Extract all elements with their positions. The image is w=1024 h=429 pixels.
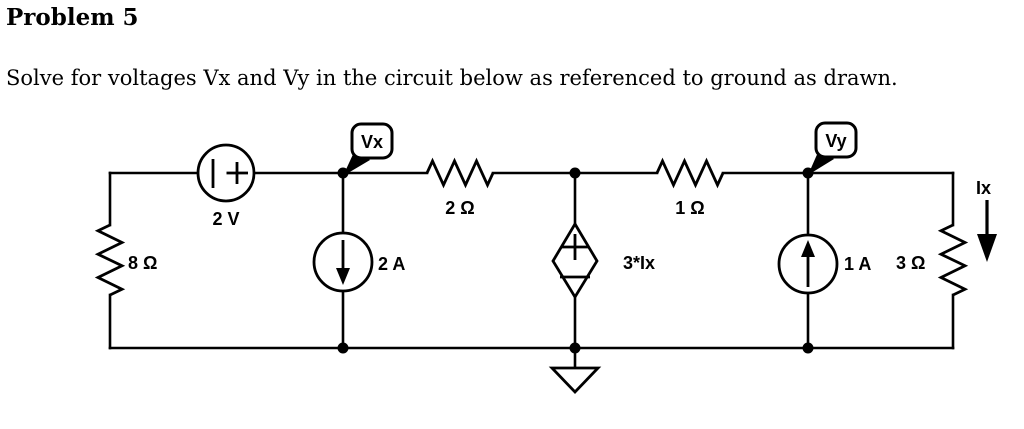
resistor-1ohm-zigzag — [655, 157, 725, 189]
vx-callout: Vx — [343, 122, 394, 176]
resistor-3ohm-label: 3 Ω — [896, 253, 925, 273]
resistor-1ohm-label: 1 Ω — [675, 198, 704, 218]
resistor-2ohm-label: 2 Ω — [445, 198, 474, 218]
dependent-source-3ix: 3*Ix — [551, 221, 655, 300]
node-dot-vy — [802, 167, 814, 179]
ground-icon — [548, 346, 602, 395]
current-source-2a: 2 A — [312, 231, 405, 293]
vx-node-label: Vx — [361, 132, 383, 152]
resistor-2ohm: 2 Ω — [425, 157, 495, 218]
node-dot-bottom-mid — [569, 342, 581, 354]
current-source-2a-label: 2 A — [378, 254, 405, 274]
voltage-source-plus-icon — [226, 162, 248, 184]
resistor-8ohm-label: 8 Ω — [128, 253, 157, 273]
current-source-1a-arrowhead-icon — [801, 240, 815, 257]
vy-callout-box — [814, 121, 858, 159]
current-source-1a: 1 A — [777, 233, 871, 295]
resistor-2ohm-zigzag — [425, 157, 495, 189]
ix-arrowhead-icon — [977, 234, 997, 262]
resistor-1ohm: 1 Ω — [655, 157, 725, 218]
vy-node-label: Vy — [825, 131, 846, 151]
node-dot-vx — [337, 167, 349, 179]
resistor-8ohm: 8 Ω — [94, 223, 157, 297]
ix-current-label: Ix — [976, 178, 991, 198]
vy-callout: Vy — [808, 121, 858, 175]
current-source-1a-label: 1 A — [844, 254, 871, 274]
resistor-3ohm: 3 Ω — [896, 223, 969, 297]
node-dot-bottom-left — [337, 342, 349, 354]
voltage-source-2v: 2 V — [196, 143, 256, 229]
voltage-source-2v-label: 2 V — [212, 209, 239, 229]
current-source-2a-arrowhead-icon — [336, 268, 350, 285]
resistor-8ohm-zigzag — [94, 223, 126, 297]
dependent-source-plus-icon — [562, 234, 588, 260]
ix-current-annotation: Ix — [976, 178, 997, 262]
node-dot-top-mid — [569, 167, 581, 179]
node-dot-bottom-right — [802, 342, 814, 354]
problem-instruction: Solve for voltages Vx and Vy in the circ… — [6, 66, 898, 90]
problem-title: Problem 5 — [6, 4, 139, 31]
vx-callout-box — [350, 122, 394, 160]
node-dots — [337, 167, 814, 354]
dependent-source-3ix-label: 3*Ix — [623, 253, 655, 273]
ground-triangle — [548, 366, 602, 395]
resistor-3ohm-zigzag — [937, 223, 969, 297]
dependent-source-3ix-body — [551, 221, 599, 300]
